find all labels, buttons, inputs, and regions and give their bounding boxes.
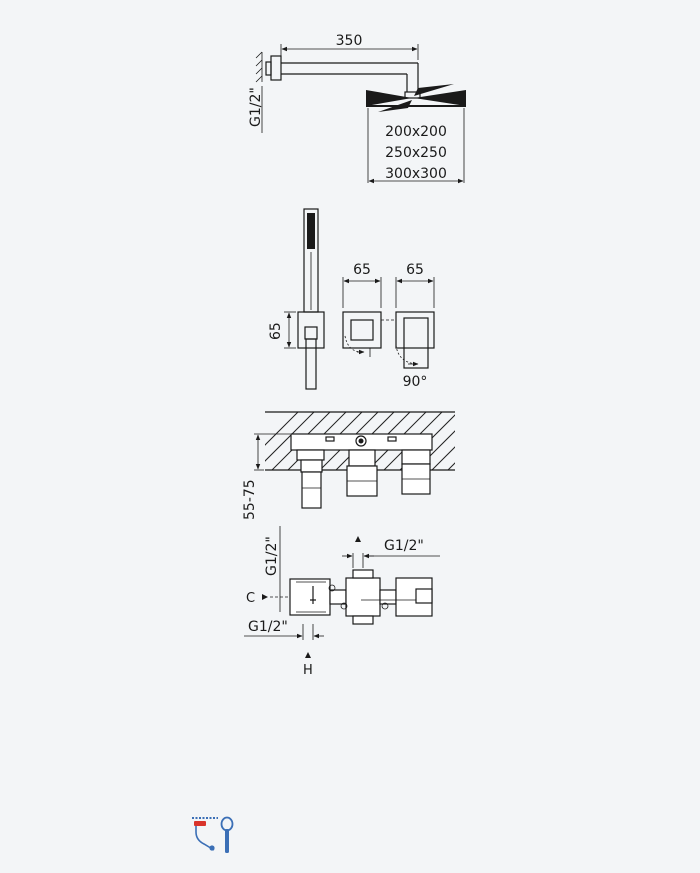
overhead-inlet-label: G1/2" <box>248 87 264 127</box>
hot-inlet-label: H <box>303 663 313 678</box>
hand-shower <box>297 208 325 390</box>
shower-system-icon <box>192 816 234 853</box>
mixer-body-plan <box>289 569 433 625</box>
connections-view: G1/2" C G1/2" <box>244 526 440 678</box>
installation-depth-dimension: 55-75 <box>242 479 258 520</box>
rain-head <box>366 84 466 112</box>
bottom-thread-label: G1/2" <box>248 619 288 635</box>
top-thread-label: G1/2" <box>264 536 280 576</box>
size-label-3: 300x300 <box>385 166 447 182</box>
wall-mount <box>255 51 282 83</box>
control-knob-2 <box>381 311 435 369</box>
size-label-2: 250x250 <box>385 145 447 161</box>
mixer-body-section <box>290 433 433 509</box>
overhead-shower-view: G1/2" 350 200x200 250x250 300x300 <box>248 33 466 184</box>
hand-shower-height-dimension: 65 <box>268 322 284 340</box>
size-label-1: 200x200 <box>385 124 447 140</box>
hand-shower-view: 65 65 65 90° <box>268 208 435 390</box>
arm-length-dimension: 350 <box>336 33 363 49</box>
side-thread-label: G1/2" <box>384 538 424 554</box>
control-knob-1 <box>342 311 382 357</box>
wall-section-view: 55-75 <box>242 411 455 520</box>
cold-inlet-label: C <box>246 591 255 606</box>
shower-arm <box>281 62 421 99</box>
control-2-width-dimension: 65 <box>406 262 424 278</box>
rotation-angle-label: 90° <box>403 374 428 390</box>
control-1-width-dimension: 65 <box>353 262 371 278</box>
